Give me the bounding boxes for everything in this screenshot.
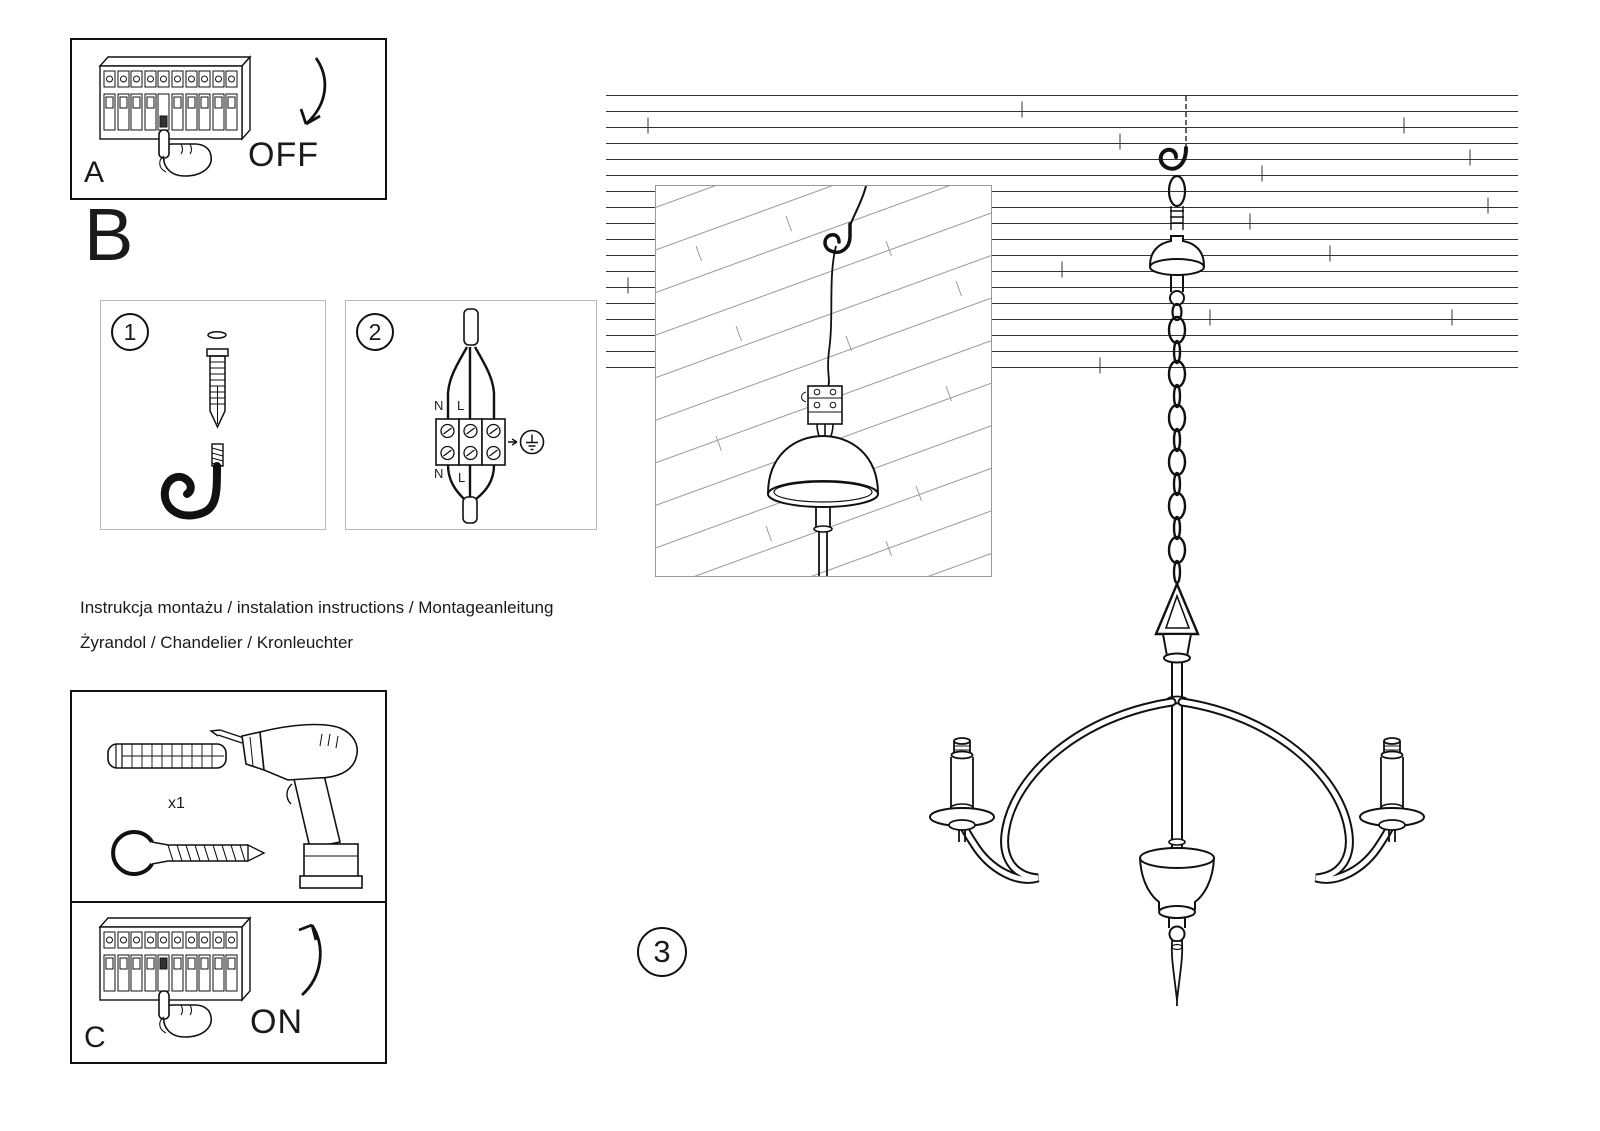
label-n-top: N <box>434 398 444 413</box>
quantity-label: x1 <box>168 795 185 812</box>
breaker-panel-drawing-on <box>98 916 252 1038</box>
step-1-number: 1 <box>111 313 149 351</box>
panel-step-1: 1 <box>100 300 326 530</box>
chain <box>1167 315 1187 585</box>
hand-pressing-icon <box>158 129 212 177</box>
chandelier-drawing <box>929 96 1425 1006</box>
step-a-letter: A <box>84 156 105 189</box>
hook-screw-icon <box>111 830 266 876</box>
breaker-panel-drawing-off <box>98 55 252 177</box>
wall-plug-icon <box>107 743 227 769</box>
label-l-top: L <box>457 398 465 413</box>
left-arm <box>956 697 1177 884</box>
closeup-inset <box>655 185 992 577</box>
arrow-down-icon <box>299 57 327 126</box>
panel-tools: x1 <box>70 690 387 907</box>
bottom-bell <box>1139 847 1215 1006</box>
step-3-number: 3 <box>637 927 687 977</box>
anchor-and-hook-drawing <box>160 331 229 520</box>
panel-step-2: 2 <box>345 300 597 530</box>
step-c-letter: C <box>84 1021 106 1054</box>
step-2-number: 2 <box>356 313 394 351</box>
on-label: ON <box>250 1003 303 1041</box>
hand-pressing-icon <box>158 990 212 1038</box>
closeup-drawing <box>656 186 991 576</box>
ceiling-hook <box>1158 146 1188 171</box>
closeup-hook <box>823 222 852 254</box>
drill-icon <box>209 723 363 889</box>
right-arm <box>1177 697 1398 884</box>
yoke-and-column <box>1154 580 1200 856</box>
panel-step-a: OFF A <box>70 38 387 200</box>
panel-step-c: ON C <box>70 901 387 1064</box>
instruction-text: Instrukcja montażu / instalation instruc… <box>80 590 553 660</box>
label-l-bottom: L <box>458 470 466 485</box>
canopy <box>1149 235 1205 322</box>
off-label: OFF <box>248 136 319 174</box>
arrow-up-icon <box>298 923 322 997</box>
step-b-letter: B <box>84 193 134 276</box>
closeup-canopy <box>766 434 880 576</box>
wire-connector <box>801 385 843 425</box>
terminal-block-drawing <box>435 308 545 524</box>
instruction-line-2: Żyrandol / Chandelier / Kronleuchter <box>80 633 354 652</box>
label-n-bottom: N <box>434 466 444 481</box>
tools-drawing <box>107 723 363 889</box>
instruction-line-1: Instrukcja montażu / instalation instruc… <box>80 598 554 617</box>
